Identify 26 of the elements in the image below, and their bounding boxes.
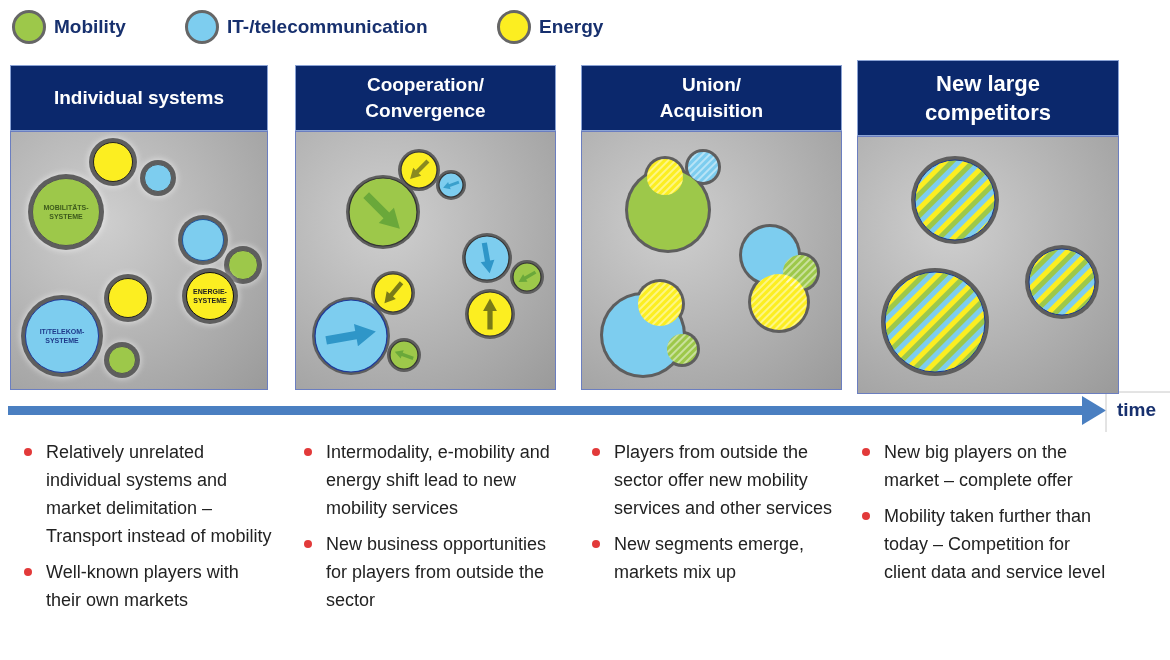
stage-panel <box>857 60 1119 394</box>
bullet-text: New segments emerge, markets mix up <box>590 530 835 586</box>
circle-marker <box>108 346 136 374</box>
legend-label: Mobility <box>54 16 126 38</box>
bullet-text: New business opportunities for players from outside the sector <box>302 530 564 614</box>
bullet-text: Relatively unrelated individual systems and market delimitation – Transport instead of mobility <box>22 438 272 550</box>
stage-panel <box>10 65 268 390</box>
stage-panel <box>295 65 556 390</box>
bullet-text: Players from outside the sector offer new mobility services and other services <box>590 438 835 522</box>
bullet-text: Intermodality, e-mobility and energy shift lead to new mobility services <box>302 438 564 522</box>
circle-marker <box>108 278 148 318</box>
panel-heading-text: Cooperation/ Convergence <box>364 73 487 123</box>
panel-heading-text: New large competitors <box>924 70 1052 127</box>
bullet-text: New big players on the market – complete offer <box>860 438 1110 494</box>
legend-label: Energy <box>539 16 604 38</box>
panel-heading-text: Individual systems <box>54 86 224 110</box>
bullet-text: Well-known players with their own markets <box>22 558 272 614</box>
stage-panel <box>581 65 842 390</box>
circle-marker <box>144 164 172 192</box>
time-label: time <box>1117 399 1157 421</box>
legend-label: IT-/telecommunication <box>227 16 428 38</box>
bullet-text: Mobility taken further than today – Competition for client data and service level <box>860 502 1110 586</box>
panel-heading-text: Union/ Acquisition <box>658 73 765 123</box>
circle-marker <box>182 219 224 261</box>
circle-marker <box>93 142 133 182</box>
circle-marker <box>228 250 258 280</box>
